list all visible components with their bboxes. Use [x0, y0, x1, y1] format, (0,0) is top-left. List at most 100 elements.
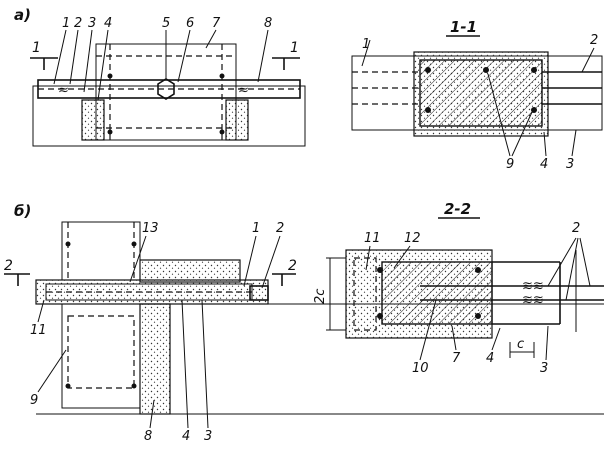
panel-b-leader [149, 399, 155, 429]
panel-a-section-mark-left: 1 [32, 40, 41, 56]
section-2-2-bolt [475, 313, 481, 319]
section-2-2-leader [451, 325, 457, 351]
section-2-2-weld-mark: ≋≋ [522, 279, 544, 294]
section-1-1-bolt [531, 67, 537, 73]
section-1-1-callout-4: 4 [540, 157, 548, 172]
section-2-2-callout-2: 2 [572, 221, 580, 236]
section-2-2-leader [547, 237, 577, 287]
panel-a-concrete-fill-right [225, 99, 249, 141]
section-1-1-leader [361, 39, 371, 67]
panel-a-callout-3: 3 [88, 16, 96, 31]
panel-b-leader [37, 349, 67, 393]
panel-a-leader [205, 29, 217, 49]
panel-b-column-lower-dash [67, 315, 135, 389]
panel-b-leader [243, 235, 257, 287]
panel-b-callout-9: 9 [30, 393, 38, 408]
section-1-1-callout-2: 2 [590, 33, 598, 48]
section-2-2: 2-2 ≋≋ ≋≋ 2c c 11 12 2 [313, 200, 604, 376]
section-1-1-leader [543, 131, 547, 157]
panel-b-leader [201, 299, 209, 429]
panel-a-callout-8: 8 [264, 16, 272, 31]
panel-b-leader [129, 235, 147, 283]
panel-a-callout-5: 5 [162, 16, 170, 31]
section-2-2-bolt [377, 267, 383, 273]
panel-a-bolt [219, 129, 225, 135]
panel-b-callout-1: 1 [252, 221, 260, 236]
section-2-2-callout-4: 4 [486, 351, 494, 366]
panel-a-leader [257, 29, 269, 83]
section-1-1-bolt [483, 67, 489, 73]
section-2-2-callout-10: 10 [412, 361, 429, 376]
panel-a-label: а) [14, 6, 31, 24]
section-2-2-dim-2c: 2c [313, 289, 328, 304]
panel-b-concrete-vertical [139, 303, 171, 415]
section-2-2-leader [393, 245, 411, 269]
section-2-2-callout-3: 3 [540, 361, 548, 376]
panel-b-concrete-top [139, 259, 241, 283]
section-2-2-callout-12: 12 [404, 231, 421, 246]
section-2-2-weld-mark: ≋≋ [522, 293, 544, 308]
panel-a-bolt [107, 73, 113, 79]
panel-b-callout-11: 11 [30, 323, 47, 338]
section-1-1-leader [511, 111, 533, 157]
section-1-1-leader [571, 129, 577, 157]
panel-a-leader [97, 29, 109, 101]
panel-b-callout-3: 3 [204, 429, 212, 444]
section-2-2-dim-c: c [517, 337, 524, 352]
panel-a-callout-4: 4 [104, 16, 112, 31]
panel-b-column-lower [61, 303, 141, 409]
section-1-1-hatched-core [419, 59, 543, 127]
panel-a-bolt [107, 129, 113, 135]
panel-b-section-mark-right: 2 [288, 258, 297, 274]
section-1-1-callout-9: 9 [506, 157, 514, 172]
panel-a-leader [69, 29, 79, 85]
section-1-1-bolt [425, 67, 431, 73]
section-1-1-bolt [531, 107, 537, 113]
panel-b-bolt [131, 383, 137, 389]
panel-b-leader [261, 235, 281, 289]
panel-a-section-mark-right: 1 [290, 40, 299, 56]
section-2-2-leader [365, 245, 371, 271]
section-1-1-callout-1: 1 [362, 37, 370, 52]
panel-a-leader [177, 29, 191, 83]
panel-a-callout-2: 2 [74, 16, 82, 31]
section-1-1: 1-1 1 2 9 4 3 [351, 18, 603, 172]
panel-b-callout-13: 13 [142, 221, 159, 236]
panel-b-bar-end [249, 285, 269, 301]
section-2-2-callout-11: 11 [364, 231, 381, 246]
panel-a-callout-1: 1 [62, 16, 70, 31]
section-2-2-leader [491, 327, 501, 351]
panel-b-column-upper [61, 221, 141, 281]
section-2-2-leader [565, 237, 579, 301]
panel-b: б) 2 2 13 1 2 11 [4, 202, 604, 444]
panel-a-slab-outline [32, 85, 306, 147]
panel-b-callout-2: 2 [276, 221, 284, 236]
panel-a-weld-mark: ≈ [238, 83, 249, 98]
section-2-2-callout-7: 7 [452, 351, 461, 366]
panel-a-weld-mark: ≈ [58, 83, 69, 98]
section-1-1-leader [581, 47, 595, 73]
panel-a-bolt [219, 73, 225, 79]
panel-b-leader [37, 299, 45, 323]
section-1-1-title: 1-1 [450, 18, 477, 36]
section-2-2-leader [545, 325, 549, 361]
section-2-2-leader [419, 299, 437, 361]
panel-b-bolt [131, 241, 137, 247]
panel-b-bolt [65, 383, 71, 389]
section-2-2-bolt [377, 313, 383, 319]
panel-b-leader [181, 299, 189, 429]
section-2-2-hatched-core [381, 261, 493, 325]
panel-b-callout-8: 8 [144, 429, 152, 444]
panel-b-callout-4: 4 [182, 429, 190, 444]
section-2-2-leader [579, 237, 591, 287]
section-2-2-end-dash [353, 257, 377, 331]
section-2-2-bolt [475, 267, 481, 273]
section-1-1-callout-3: 3 [566, 157, 574, 172]
panel-a-leader [53, 29, 67, 85]
panel-b-section-mark-left: 2 [4, 258, 13, 274]
panel-b-label: б) [14, 202, 31, 220]
panel-a-concrete-fill-left [81, 99, 105, 141]
panel-b-bolt [65, 241, 71, 247]
panel-a-leader [83, 29, 93, 93]
